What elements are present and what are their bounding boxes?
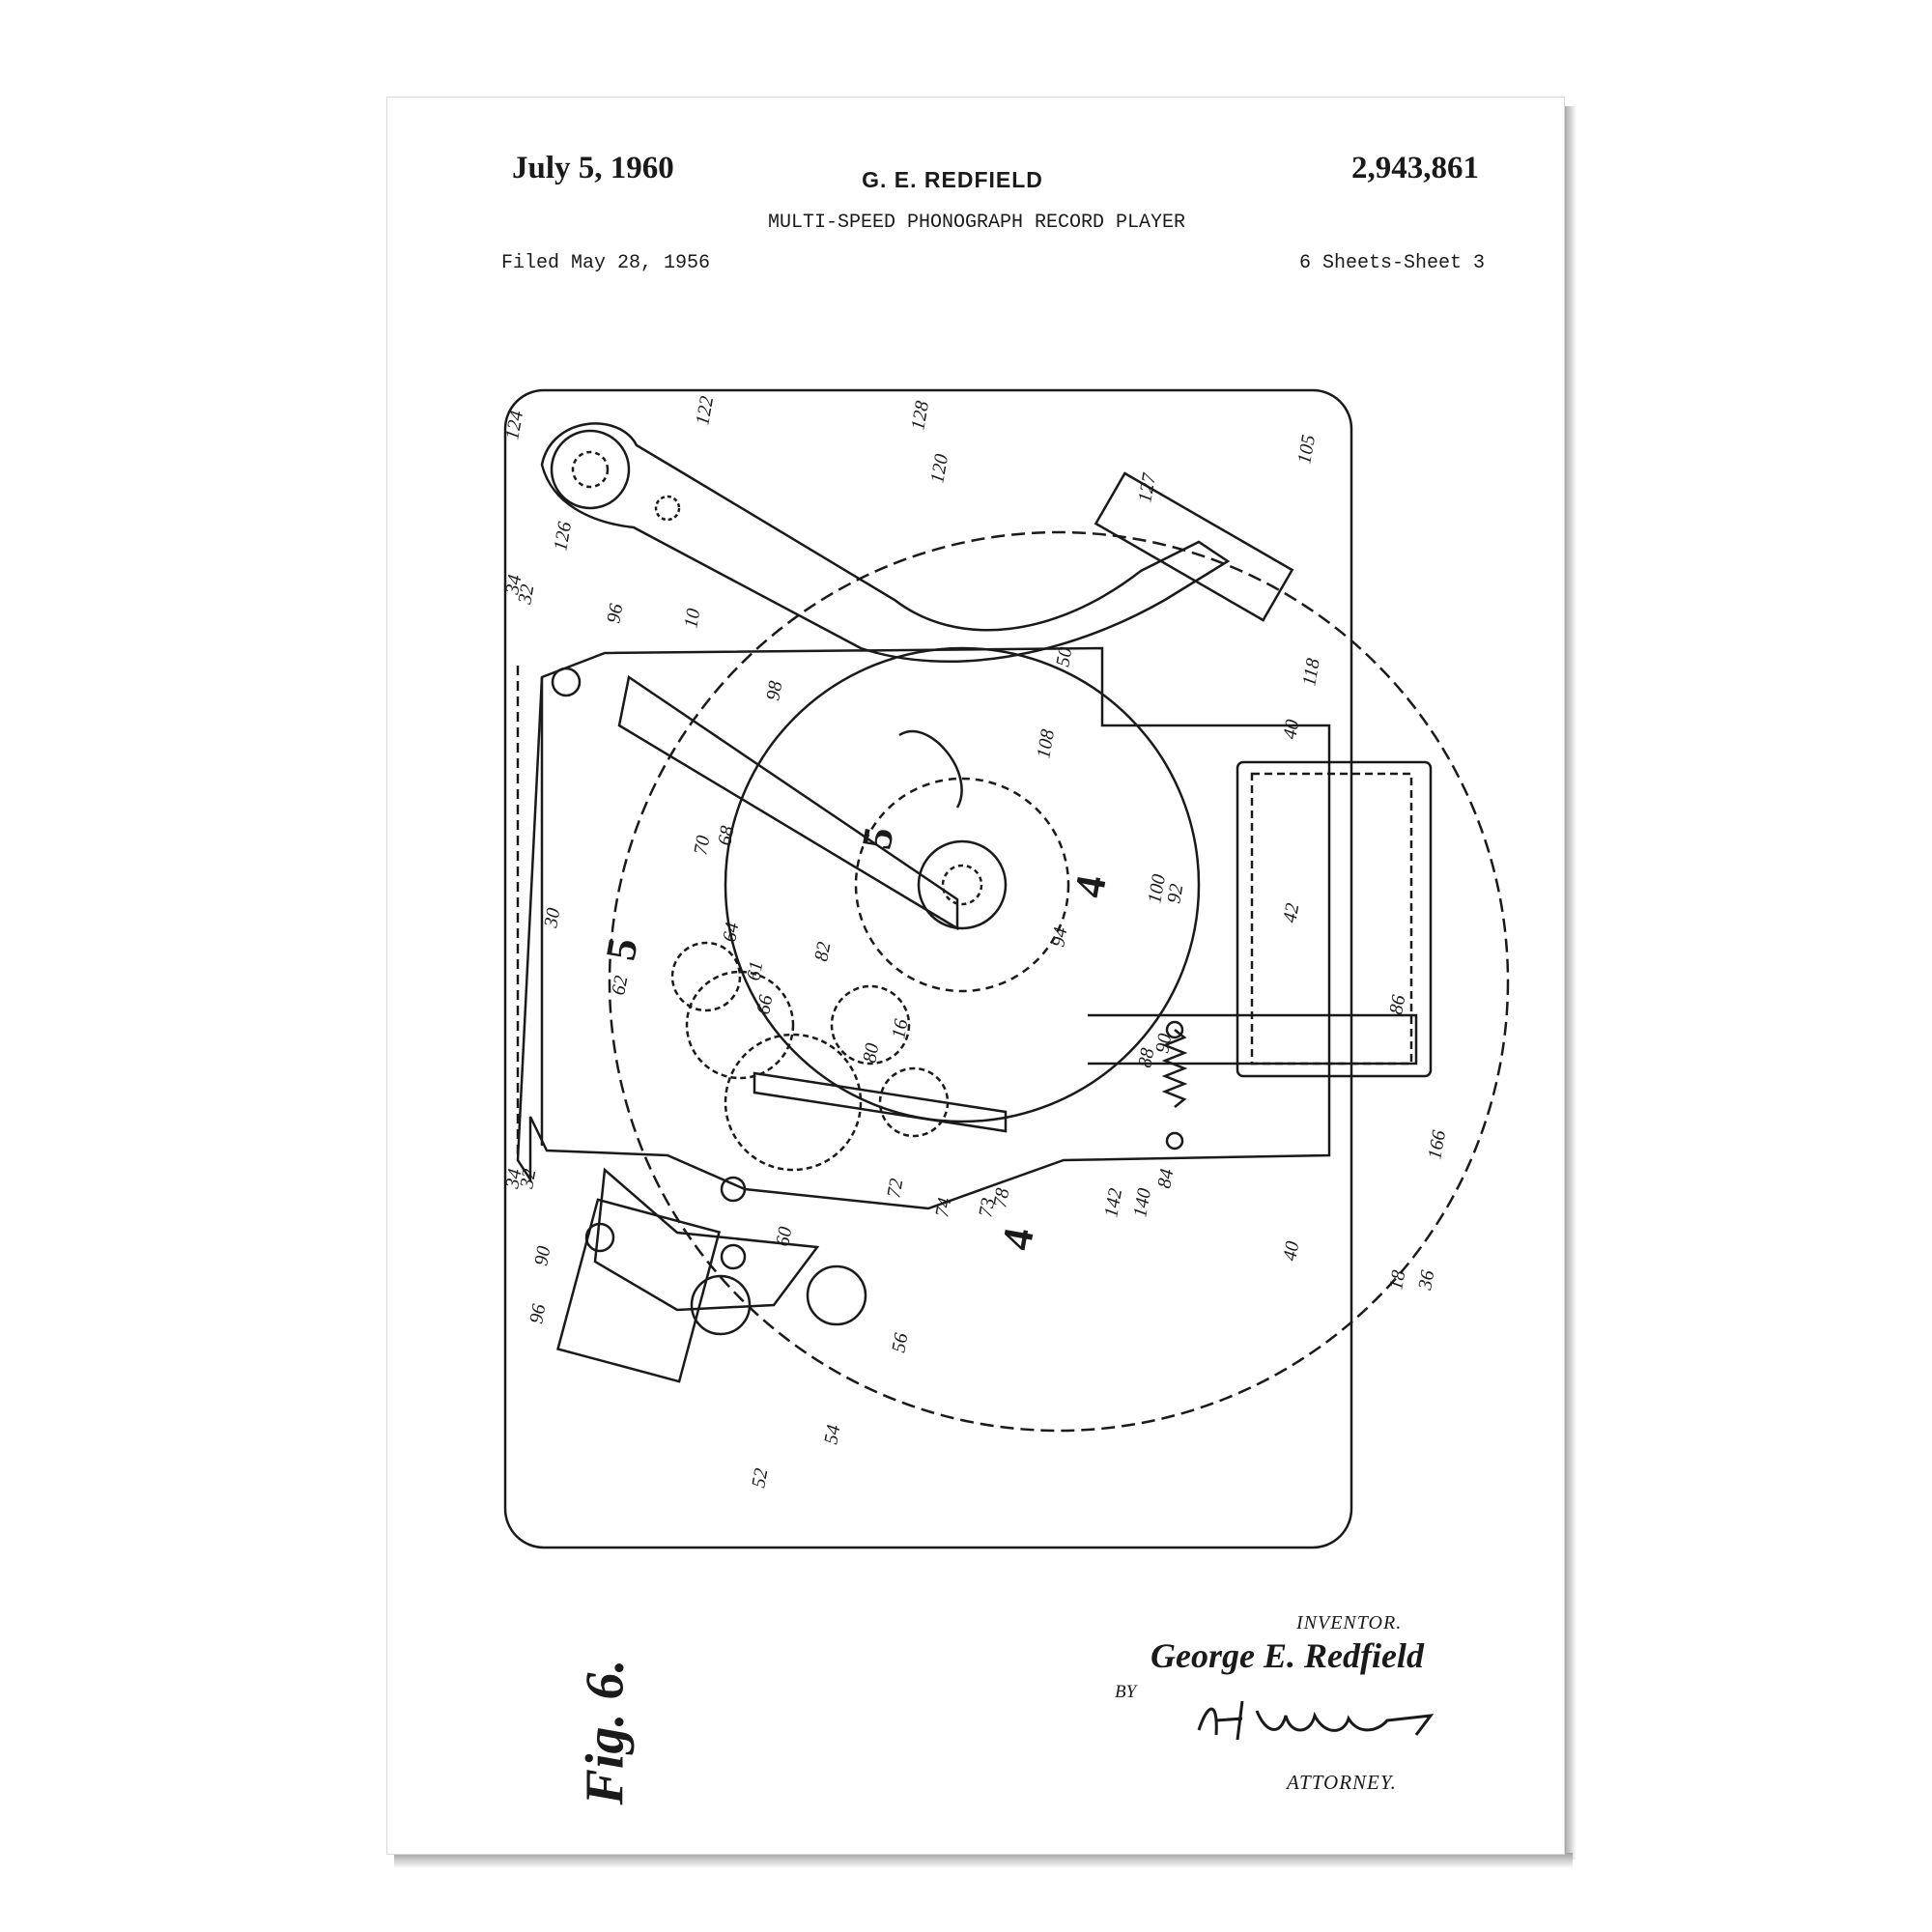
svg-text:32: 32 (516, 1167, 540, 1191)
sheet-count: 6 Sheets-Sheet 3 (1298, 252, 1485, 274)
base-plate (503, 388, 1353, 1549)
svg-text:78: 78 (989, 1186, 1013, 1209)
cartridge (1094, 471, 1294, 622)
svg-text:94: 94 (1047, 925, 1071, 949)
patent-date: July 5, 1960 (512, 151, 674, 185)
sheet-shadow-right (1563, 106, 1577, 1860)
svg-text:90: 90 (530, 1244, 554, 1267)
linkage-spring (753, 1071, 1008, 1133)
inventor-heading: INVENTOR. (1296, 1612, 1403, 1634)
svg-text:5: 5 (597, 935, 647, 964)
svg-text:127: 127 (1134, 471, 1160, 504)
patent-sheet: July 5, 1960 G. E. REDFIELD 2,943,861 MU… (386, 97, 1565, 1855)
lower-bracket (593, 1167, 820, 1312)
svg-text:96: 96 (603, 602, 627, 625)
record-rest (555, 1198, 722, 1383)
svg-text:50: 50 (1052, 645, 1076, 668)
control-block (1236, 760, 1433, 1078)
svg-text:166: 166 (1424, 1129, 1450, 1161)
attorney-signature (1197, 1700, 1435, 1741)
svg-text:82: 82 (810, 940, 835, 963)
svg-text:73: 73 (975, 1196, 999, 1219)
svg-text:118: 118 (1298, 657, 1324, 688)
svg-text:40: 40 (1279, 1239, 1303, 1263)
cue-lever (617, 674, 959, 931)
svg-text:96: 96 (526, 1302, 550, 1325)
inventor-name: George E. Redfield (1151, 1636, 1424, 1675)
svg-text:105: 105 (1293, 434, 1320, 466)
figure-label: Fig. 6. (575, 1659, 636, 1805)
svg-text:74: 74 (931, 1196, 955, 1219)
svg-text:68: 68 (714, 824, 738, 847)
svg-text:54: 54 (820, 1423, 844, 1446)
svg-text:32: 32 (514, 582, 538, 607)
svg-text:5: 5 (853, 824, 903, 853)
svg-text:40: 40 (1279, 718, 1303, 741)
svg-text:64: 64 (719, 921, 743, 944)
svg-text:34: 34 (501, 573, 526, 597)
svg-text:34: 34 (501, 1167, 526, 1191)
svg-text:90: 90 (1151, 1032, 1176, 1055)
svg-text:61: 61 (743, 959, 767, 982)
svg-text:126: 126 (550, 521, 576, 553)
chassis (516, 646, 1331, 1210)
svg-text:62: 62 (608, 974, 632, 997)
svg-text:66: 66 (753, 993, 777, 1016)
svg-text:140: 140 (1129, 1187, 1155, 1219)
filed-date: Filed May 28, 1956 (501, 252, 711, 274)
attorney-label: ATTORNEY. (1287, 1771, 1397, 1794)
svg-text:18: 18 (1385, 1268, 1409, 1292)
svg-text:70: 70 (690, 834, 714, 857)
by-label: BY (1115, 1682, 1137, 1702)
patent-title: MULTI-SPEED PHONOGRAPH RECORD PLAYER (767, 212, 1186, 234)
svg-text:10: 10 (680, 607, 704, 630)
svg-text:120: 120 (926, 453, 952, 485)
svg-text:16: 16 (888, 1017, 912, 1040)
tone-arm (540, 422, 1231, 664)
svg-text:122: 122 (692, 395, 718, 427)
svg-text:72: 72 (883, 1177, 907, 1200)
svg-text:42: 42 (1279, 901, 1303, 924)
patent-drawing: 105 118 120 122 124 126 127 128 10 32 34… (501, 388, 1510, 1549)
svg-text:80: 80 (859, 1041, 883, 1065)
svg-text:124: 124 (501, 410, 527, 441)
svg-text:108: 108 (1033, 728, 1059, 760)
turntable-circle (608, 530, 1510, 1433)
svg-text:36: 36 (1414, 1268, 1438, 1293)
svg-text:60: 60 (772, 1225, 796, 1248)
sheet-shadow-bottom (394, 1853, 1573, 1868)
svg-text:56: 56 (888, 1331, 912, 1354)
inventor-short-name: G. E. REDFIELD (862, 167, 1043, 192)
svg-text:4: 4 (1065, 872, 1116, 901)
svg-text:128: 128 (907, 400, 933, 432)
svg-text:4: 4 (993, 1225, 1043, 1254)
patent-number: 2,943,861 (1351, 151, 1479, 185)
spring (1161, 1029, 1188, 1108)
svg-text:88: 88 (1134, 1046, 1158, 1069)
platter (724, 646, 1201, 1123)
svg-text:30: 30 (540, 906, 564, 930)
svg-text:142: 142 (1100, 1187, 1126, 1219)
svg-text:86: 86 (1385, 993, 1409, 1016)
svg-text:100: 100 (1144, 873, 1170, 905)
svg-text:98: 98 (762, 679, 786, 702)
svg-text:52: 52 (748, 1466, 772, 1490)
svg-text:92: 92 (1163, 882, 1187, 905)
svg-text:84: 84 (1153, 1167, 1178, 1190)
